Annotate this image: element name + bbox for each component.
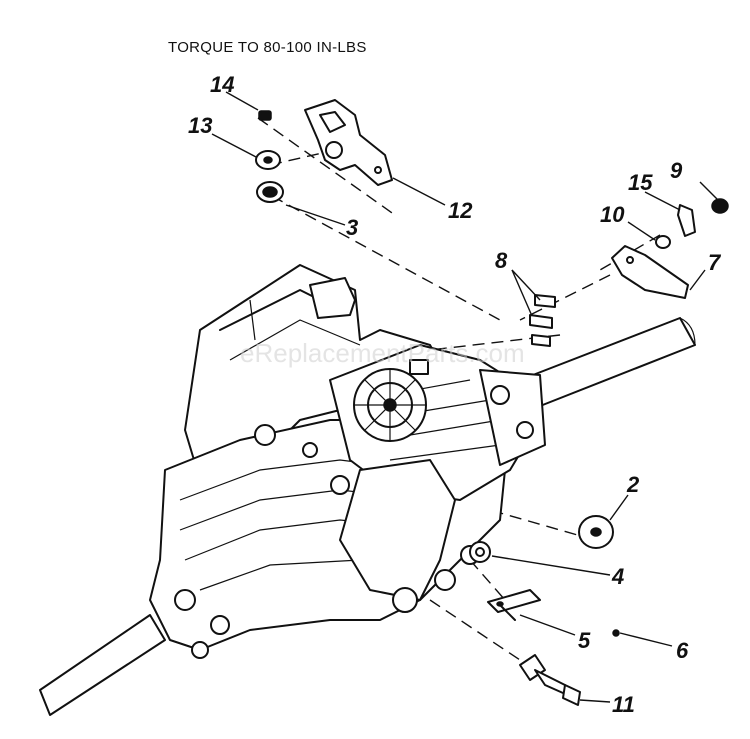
part-15-clip bbox=[677, 204, 696, 237]
part-14-nut bbox=[258, 110, 272, 121]
part-8-pins bbox=[529, 294, 556, 347]
callout-4: 4 bbox=[611, 564, 624, 589]
callout-14: 14 bbox=[210, 72, 234, 97]
watermark: eReplacementParts.com bbox=[240, 338, 525, 368]
part-3-washer bbox=[256, 181, 284, 203]
callout-7: 7 bbox=[708, 250, 722, 275]
callout-15: 15 bbox=[628, 170, 653, 195]
callout-11: 11 bbox=[612, 692, 635, 717]
part-10-washer bbox=[655, 235, 671, 249]
part-9-nut bbox=[711, 198, 729, 214]
part-13-bushing bbox=[255, 150, 281, 170]
part-2-washer bbox=[578, 515, 614, 549]
part-5-plate bbox=[487, 589, 541, 621]
torque-note: TORQUE TO 80-100 IN-LBS bbox=[168, 39, 367, 56]
callout-3: 3 bbox=[346, 215, 358, 240]
part-7-bracket bbox=[611, 245, 689, 299]
transaxle-housing bbox=[39, 264, 696, 716]
callout-13: 13 bbox=[188, 113, 212, 138]
callout-10: 10 bbox=[600, 202, 625, 227]
part-11-fitting bbox=[519, 654, 581, 706]
callout-5: 5 bbox=[578, 628, 591, 653]
callout-8: 8 bbox=[495, 248, 508, 273]
part-12-shift-bracket bbox=[304, 99, 393, 186]
part-6-ball bbox=[612, 629, 620, 637]
callout-6: 6 bbox=[676, 638, 689, 663]
callout-12: 12 bbox=[448, 198, 473, 223]
part-4-bushing bbox=[469, 541, 491, 563]
callout-labels: 14 13 3 12 15 9 10 8 7 2 4 5 6 11 bbox=[188, 72, 722, 717]
leader-lines bbox=[211, 91, 719, 703]
callout-9: 9 bbox=[670, 158, 683, 183]
callout-2: 2 bbox=[626, 472, 640, 497]
